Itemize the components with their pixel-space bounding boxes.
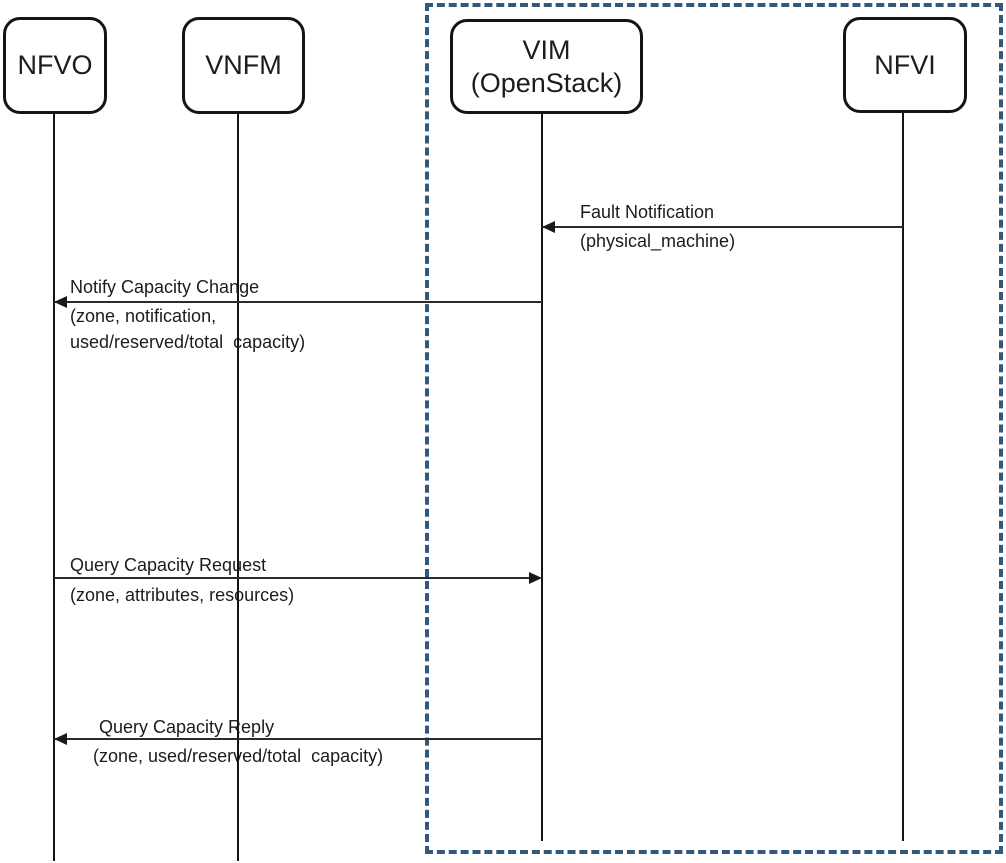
notify-capacity-change-params-line1: (zone, notification, <box>70 306 217 326</box>
vim-nfvi-boundary-box <box>425 3 1003 854</box>
actor-nfvo: NFVO <box>3 17 107 114</box>
fault-notification-title: Fault Notification <box>580 202 715 222</box>
query-capacity-reply-arrowhead-icon <box>54 733 67 745</box>
query-capacity-request-arrowhead-icon <box>529 572 542 584</box>
actor-vnfm: VNFM <box>182 17 305 114</box>
query-capacity-reply-message-line <box>54 738 542 740</box>
notify-capacity-change-arrowhead-icon <box>54 296 67 308</box>
notify-capacity-change-title: Notify Capacity Change <box>70 277 260 297</box>
nfvo-lifeline <box>53 113 55 861</box>
vim-lifeline <box>541 113 543 841</box>
query-capacity-reply-title: Query Capacity Reply <box>99 717 275 737</box>
query-capacity-request-params: (zone, attributes, resources) <box>70 585 295 605</box>
actor-vnfm-label: VNFM <box>205 50 282 81</box>
actor-nfvo-label: NFVO <box>17 50 93 81</box>
query-capacity-reply-params: (zone, used/reserved/total capacity) <box>93 746 384 766</box>
fault-notification-params: (physical_machine) <box>580 231 736 251</box>
nfvi-lifeline <box>902 112 904 841</box>
query-capacity-request-title: Query Capacity Request <box>70 555 267 575</box>
query-capacity-request-message-line <box>54 577 531 579</box>
notify-capacity-change-message-line <box>54 301 542 303</box>
vnfm-lifeline <box>237 113 239 861</box>
actor-vim-openstack-label: VIM (OpenStack) <box>470 34 623 98</box>
actor-nfvi: NFVI <box>843 17 967 113</box>
fault-notification-arrowhead-icon <box>542 221 555 233</box>
notify-capacity-change-params-line2: used/reserved/total capacity) <box>70 332 306 352</box>
actor-vim-openstack: VIM (OpenStack) <box>450 19 643 114</box>
fault-notification-message-line <box>542 226 903 228</box>
actor-nfvi-label: NFVI <box>874 49 936 80</box>
